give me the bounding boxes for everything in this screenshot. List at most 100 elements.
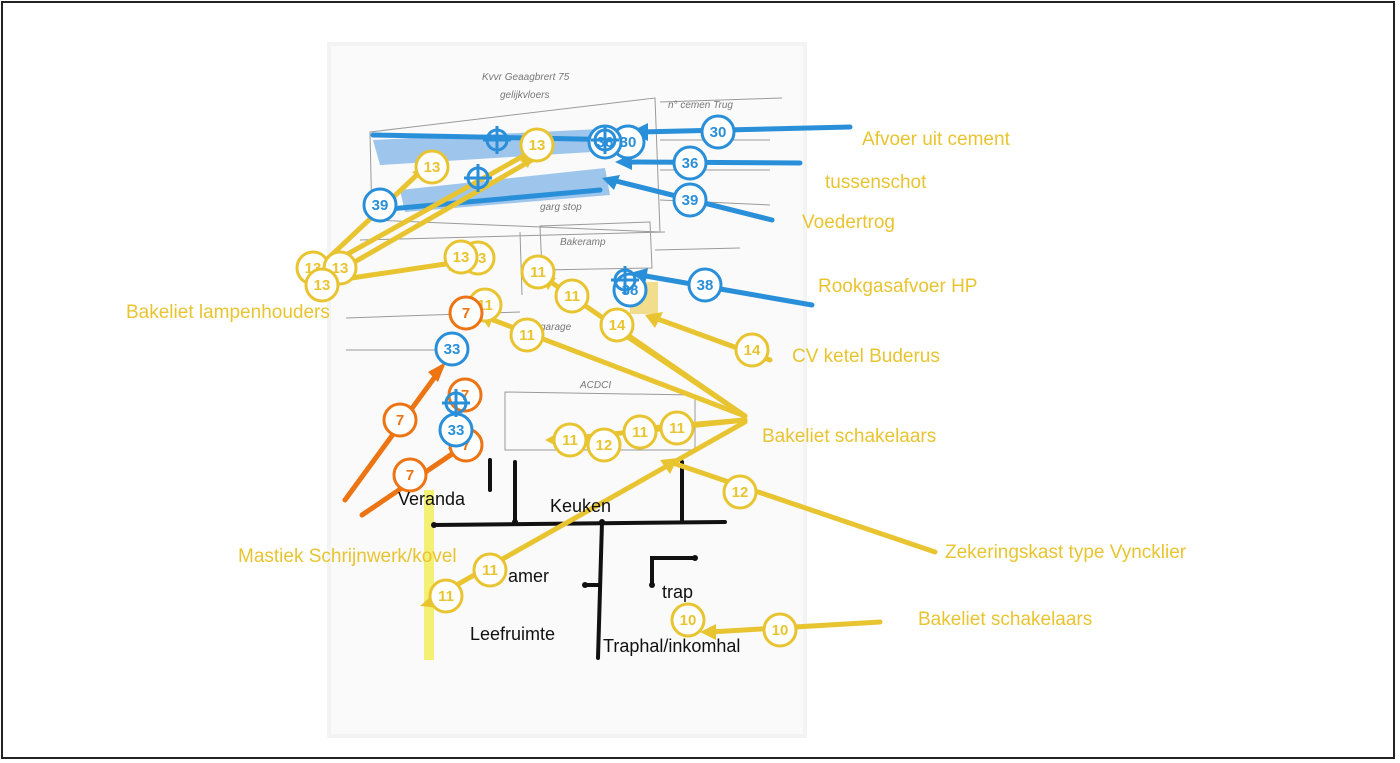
- badge-number: 12: [596, 437, 613, 454]
- badge-number: 30: [710, 124, 727, 141]
- badge-number: 33: [448, 422, 465, 439]
- badge-number: 30: [620, 134, 637, 151]
- badge-circle: [509, 317, 545, 353]
- badge-circle: [443, 239, 479, 275]
- badge-number: 7: [461, 387, 469, 404]
- label-cv: CV ketel Buderus: [792, 346, 940, 367]
- badge-circle: [586, 427, 622, 463]
- badge-number: 13: [424, 159, 441, 176]
- badge-number: 13: [453, 249, 470, 266]
- badge-38-6: 38: [687, 267, 723, 303]
- badge-circle: [554, 278, 590, 314]
- room-veranda: Veranda: [398, 489, 466, 509]
- room-keuken: Keuken: [550, 496, 611, 516]
- badge-11-10: 11: [520, 254, 556, 290]
- badge-number: 7: [462, 437, 470, 454]
- badge-number: 11: [669, 420, 685, 437]
- badge-circle: [472, 552, 508, 588]
- badge-33-36: 33: [438, 412, 474, 448]
- badge-number: 10: [680, 612, 697, 629]
- room-trap: trap: [662, 582, 693, 602]
- label-voedertrog: Voedertrog: [802, 212, 895, 233]
- badge-number: 38: [697, 277, 714, 294]
- badge-circle: [414, 149, 450, 185]
- badge-number: 14: [744, 342, 761, 359]
- badge-circle: [670, 602, 706, 638]
- badge-39-5: 39: [362, 187, 398, 223]
- badge-number: 11: [519, 327, 535, 344]
- label-bakeliet-schakelaars-2: Bakeliet schakelaars: [918, 609, 1092, 630]
- badge-number: 11: [482, 562, 498, 579]
- badge-number: 11: [438, 588, 454, 605]
- badge-12-20: 12: [586, 427, 622, 463]
- badge-number: 13: [314, 277, 331, 294]
- svg-text:garg stop: garg stop: [540, 202, 582, 213]
- svg-text:ACDCI: ACDCI: [579, 380, 611, 391]
- badge-circle: [762, 612, 798, 648]
- badge-11-12: 11: [509, 317, 545, 353]
- badge-7-32: 7: [382, 402, 418, 438]
- badge-33-35: 33: [434, 331, 470, 367]
- badge-number: 11: [632, 424, 648, 441]
- svg-text:n° cemen Trug: n° cemen Trug: [668, 100, 733, 111]
- label-rookgas: Rookgasafvoer HP: [818, 276, 977, 297]
- badge-13-26: 13: [443, 239, 479, 275]
- badge-10-21: 10: [762, 612, 798, 648]
- badge-39-4: 39: [672, 182, 708, 218]
- badge-circle: [687, 267, 723, 303]
- badge-number: 39: [682, 192, 699, 209]
- badge-circle: [382, 402, 418, 438]
- room-kamer: amer: [508, 566, 549, 586]
- badge-number: 11: [530, 264, 546, 281]
- svg-text:Bakeramp: Bakeramp: [560, 237, 606, 248]
- badge-circle: [672, 145, 708, 181]
- badge-number: 13: [529, 137, 546, 154]
- label-mastiek: Mastiek Schrijnwerk/kovel: [238, 546, 457, 567]
- badge-number: 36: [682, 155, 699, 172]
- floorplan-nodes: [431, 519, 698, 588]
- badge-13-29: 13: [304, 267, 340, 303]
- badge-circle: [552, 422, 588, 458]
- room-traphal: Traphal/inkomhal: [603, 636, 740, 656]
- badge-circle: [428, 578, 464, 614]
- callout-labels: Afvoer uit cement tussenschot Voedertrog…: [126, 129, 1187, 630]
- badge-circle: [448, 295, 484, 331]
- badge-36-2: 36: [672, 145, 708, 181]
- badge-number: 39: [372, 197, 389, 214]
- badge-11-17: 11: [472, 552, 508, 588]
- badge-11-14: 11: [552, 422, 588, 458]
- svg-text:Kvvr Geaagbrert 75: Kvvr Geaagbrert 75: [482, 72, 570, 83]
- badge-14-8: 14: [734, 332, 770, 368]
- svg-text:garage: garage: [540, 322, 572, 333]
- badge-circle: [392, 457, 428, 493]
- badge-14-9: 14: [599, 307, 635, 343]
- svg-text:gelijkvloers: gelijkvloers: [500, 90, 549, 101]
- badge-7-33: 7: [392, 457, 428, 493]
- badge-circle: [304, 267, 340, 303]
- badge-number: 12: [732, 484, 749, 501]
- label-bakeliet-schakelaars-1: Bakeliet schakelaars: [762, 426, 936, 447]
- badge-30-0: 30: [700, 114, 736, 150]
- badge-13-24: 13: [519, 127, 555, 163]
- badge-11-11: 11: [554, 278, 590, 314]
- badge-12-19: 12: [722, 474, 758, 510]
- badge-number: 11: [562, 432, 578, 449]
- handwritten-scribbles: Kvvr Geaagbrert 75 gelijkvloers n° cemen…: [482, 72, 733, 391]
- badge-11-18: 11: [428, 578, 464, 614]
- badge-11-16: 11: [659, 410, 695, 446]
- badge-circle: [362, 187, 398, 223]
- badge-13-23: 13: [414, 149, 450, 185]
- yellow-highlight-strip: [424, 490, 434, 660]
- label-bakeliet-lampenhouders: Bakeliet lampenhouders: [126, 302, 330, 323]
- badge-7-30: 7: [448, 295, 484, 331]
- label-afvoer: Afvoer uit cement: [862, 129, 1011, 150]
- badge-circle: [520, 254, 556, 290]
- badge-circle: [599, 307, 635, 343]
- badge-number: 14: [609, 317, 626, 334]
- label-tussenschot: tussenschot: [825, 172, 927, 193]
- room-labels: Veranda Keuken amer trap Leefruimte Trap…: [398, 489, 740, 656]
- badge-circle: [700, 114, 736, 150]
- badge-number: 10: [772, 622, 789, 639]
